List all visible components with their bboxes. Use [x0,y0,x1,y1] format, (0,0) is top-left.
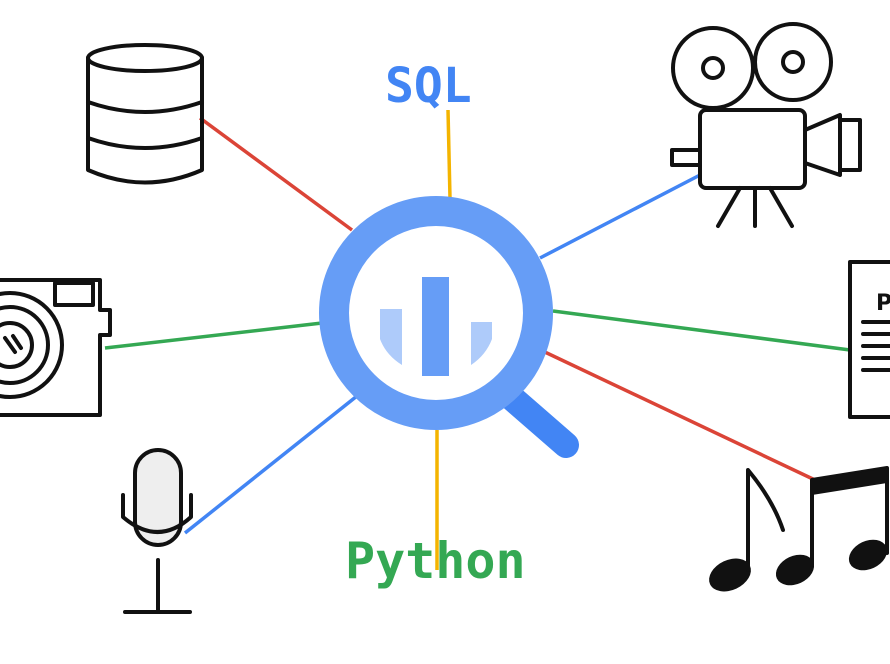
microphone-icon [121,448,193,614]
svg-text:P: P [876,291,890,316]
line-document [552,309,851,352]
connector-lines [104,109,851,570]
bar-left [380,309,402,365]
camera-icon [0,278,112,417]
bar-middle [422,277,449,376]
line-music [529,343,816,482]
bar-right [471,322,492,365]
projector-icon [670,22,862,228]
line-microphone [183,394,359,535]
line-projector [539,173,701,260]
music-notes-icon [709,466,889,592]
line-camera [104,321,323,350]
magnifier-handle [499,385,579,458]
document-icon: P [848,260,890,419]
line-sql [446,109,452,199]
magnifier-logo [319,196,579,458]
python-label: Python [345,532,526,590]
database-icon [86,43,204,185]
sql-label: SQL [385,58,472,114]
line-database [198,116,354,232]
